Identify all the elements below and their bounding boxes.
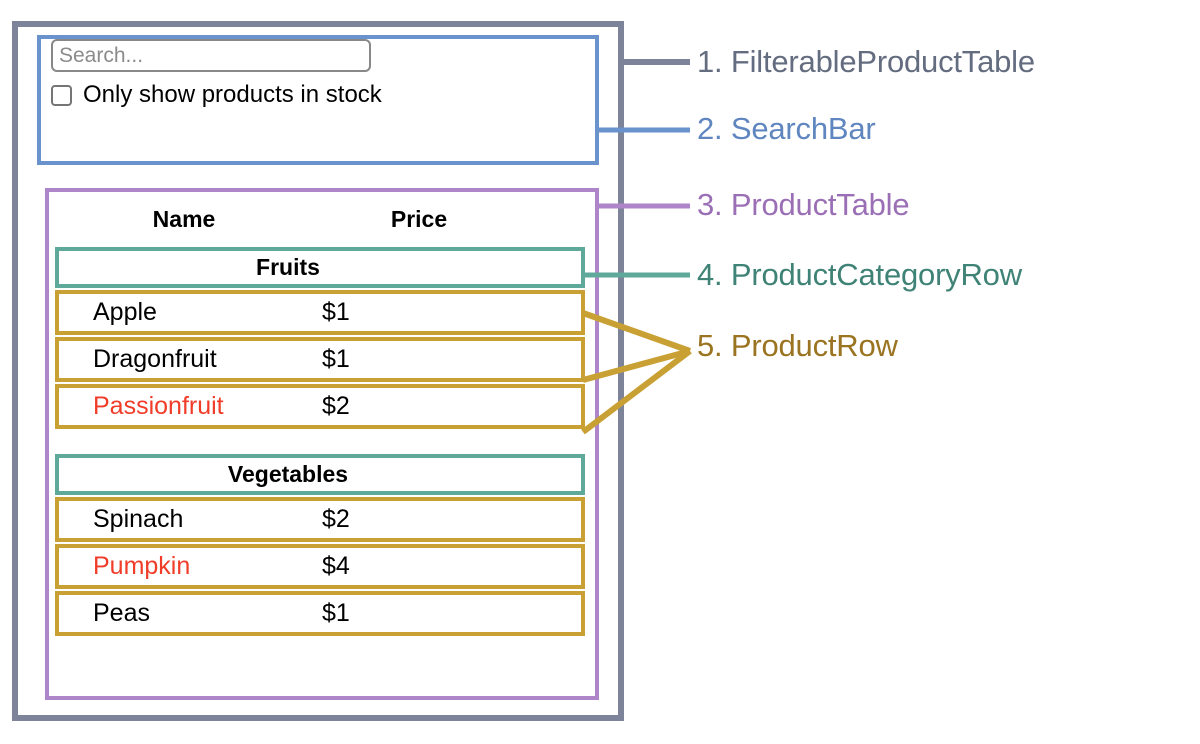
category-group-gap xyxy=(55,431,585,454)
legend-item-filterable-product-table: 1. FilterableProductTable xyxy=(697,44,1035,79)
product-name: Dragonfruit xyxy=(93,345,217,373)
product-name: Pumpkin xyxy=(93,552,191,580)
in-stock-filter-label: Only show products in stock xyxy=(83,81,382,108)
legend-item-product-row: 5. ProductRow xyxy=(697,328,898,363)
product-price: $2 xyxy=(322,392,350,420)
product-category-label: Vegetables xyxy=(227,461,349,487)
product-price: $1 xyxy=(322,345,350,373)
product-price: $1 xyxy=(322,298,350,326)
column-header-name: Name xyxy=(152,205,216,232)
product-category-row: Vegetables xyxy=(55,454,585,495)
product-name: Apple xyxy=(93,298,157,326)
product-category-row: Fruits xyxy=(55,247,585,288)
product-table-header: Name Price xyxy=(49,197,595,241)
checkbox-unchecked-icon[interactable] xyxy=(51,84,72,106)
product-price: $2 xyxy=(322,505,350,533)
product-category-label: Fruits xyxy=(256,254,320,280)
product-price: $4 xyxy=(322,552,350,580)
product-name: Passionfruit xyxy=(93,392,224,420)
product-name: Peas xyxy=(93,599,150,627)
column-header-price: Price xyxy=(390,205,448,232)
product-row: Apple $1 xyxy=(55,290,585,335)
product-name: Spinach xyxy=(93,505,184,533)
product-row: Pumpkin $4 xyxy=(55,544,585,589)
product-row: Spinach $2 xyxy=(55,497,585,542)
product-table-body: Fruits Apple $1 Dragonfruit $1 Passionfr… xyxy=(55,247,585,638)
product-row: Dragonfruit $1 xyxy=(55,337,585,382)
legend-item-product-category-row: 4. ProductCategoryRow xyxy=(697,257,1022,292)
in-stock-filter-row[interactable]: Only show products in stock xyxy=(51,83,382,107)
product-row: Passionfruit $2 xyxy=(55,384,585,429)
product-row: Peas $1 xyxy=(55,591,585,636)
legend-item-search-bar: 2. SearchBar xyxy=(697,111,876,146)
legend-item-product-table: 3. ProductTable xyxy=(697,187,910,222)
search-input[interactable] xyxy=(51,39,371,72)
product-price: $1 xyxy=(322,599,350,627)
